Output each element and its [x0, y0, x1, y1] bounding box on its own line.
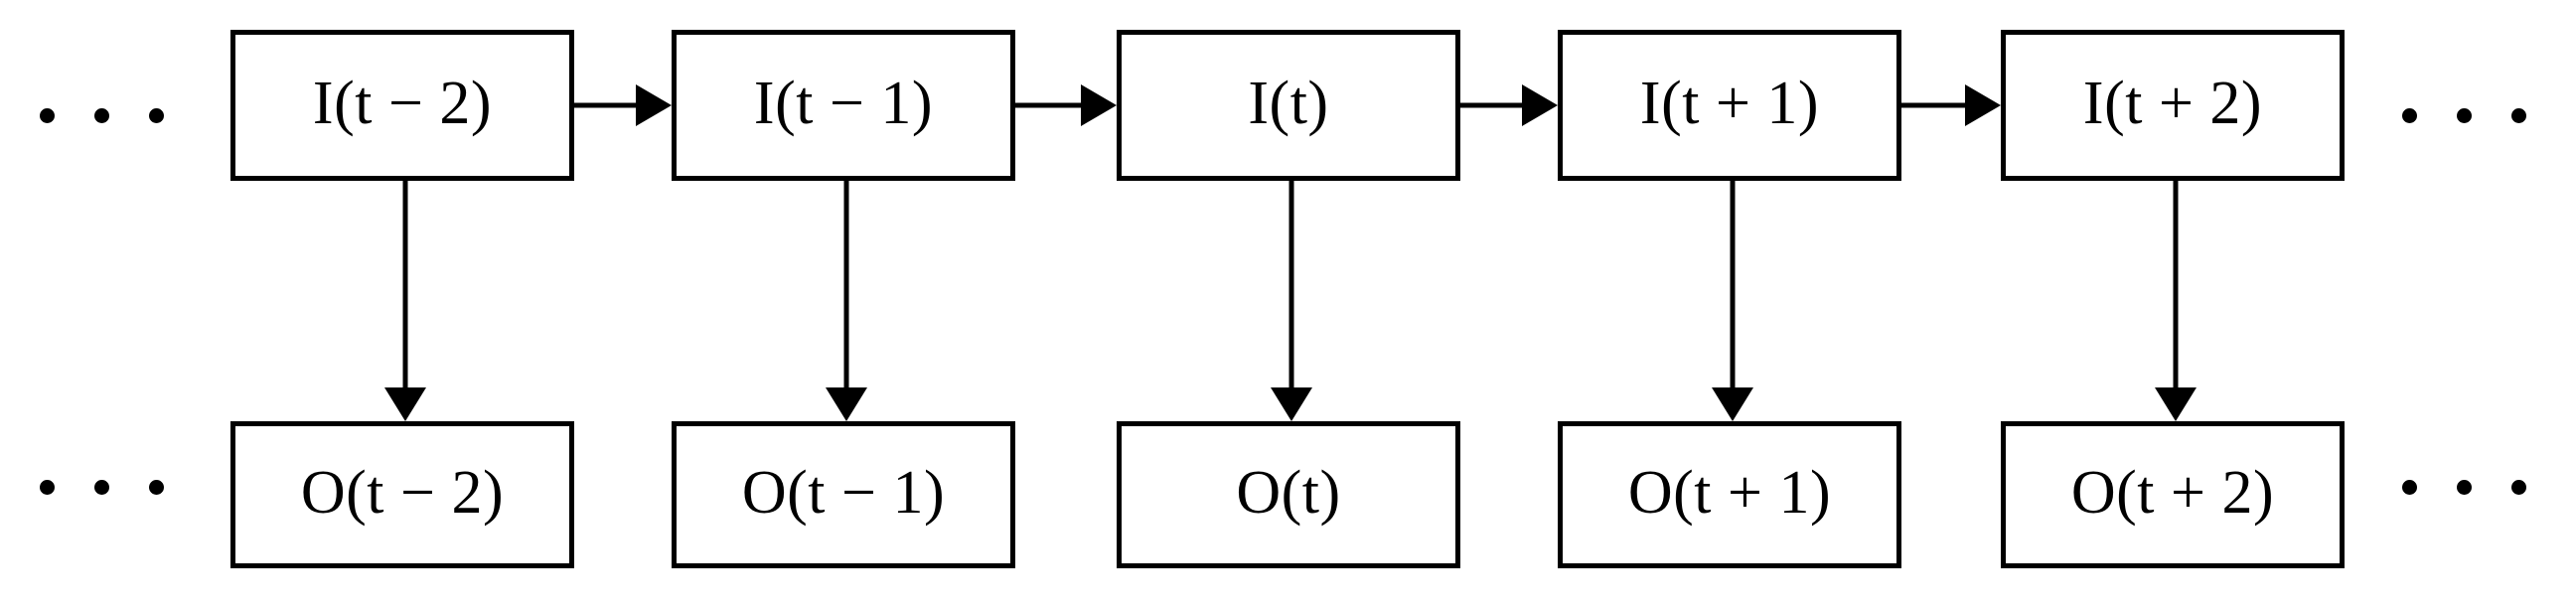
output-node-label: O(t) — [1236, 459, 1341, 527]
ellipsis-dot — [2402, 480, 2417, 495]
arrow-shaft — [402, 181, 408, 387]
ellipsis-dot — [2402, 108, 2417, 123]
arrow-shaft — [843, 181, 849, 387]
arrow-shaft — [1901, 102, 1965, 108]
arrow-head — [826, 387, 867, 421]
input-node-label: I(t + 2) — [2082, 70, 2263, 137]
input-node-t-minus-1[interactable]: I(t − 1) — [672, 30, 1015, 181]
ellipsis-dot — [2511, 480, 2526, 495]
input-node-label: I(t − 1) — [753, 70, 934, 137]
arrow-shaft — [2173, 181, 2179, 387]
arrow-shaft — [1730, 181, 1736, 387]
input-node-label: I(t) — [1248, 70, 1329, 137]
ellipsis-dot — [149, 108, 164, 123]
ellipsis-dot — [2457, 108, 2472, 123]
output-node-t-plus-1[interactable]: O(t + 1) — [1558, 421, 1901, 568]
arrow-shaft — [1288, 181, 1294, 387]
output-node-t-plus-2[interactable]: O(t + 2) — [2001, 421, 2345, 568]
ellipsis-dot — [94, 480, 109, 495]
ellipsis-dot — [149, 480, 164, 495]
arrow-head — [636, 84, 672, 126]
ellipsis-right-input-row — [2402, 108, 2526, 123]
arrow-head — [1965, 84, 2001, 126]
input-node-label: I(t + 1) — [1639, 70, 1820, 137]
output-node-label: O(t − 2) — [300, 459, 505, 527]
arrow-head — [1712, 387, 1753, 421]
arrow-head — [384, 387, 426, 421]
ellipsis-dot — [2511, 108, 2526, 123]
ellipsis-dot — [40, 480, 55, 495]
ellipsis-dot — [40, 108, 55, 123]
ellipsis-left-output-row — [40, 480, 164, 495]
output-node-t-minus-1[interactable]: O(t − 1) — [672, 421, 1015, 568]
arrow-shaft — [1015, 102, 1081, 108]
input-node-label: I(t − 2) — [312, 70, 493, 137]
input-node-t-minus-2[interactable]: I(t − 2) — [230, 30, 574, 181]
output-node-label: O(t + 2) — [2070, 459, 2275, 527]
ellipsis-right-output-row — [2402, 480, 2526, 495]
arrow-head — [1271, 387, 1312, 421]
input-node-t-plus-2[interactable]: I(t + 2) — [2001, 30, 2345, 181]
arrow-shaft — [1460, 102, 1522, 108]
input-node-t[interactable]: I(t) — [1117, 30, 1460, 181]
output-node-label: O(t − 1) — [741, 459, 946, 527]
input-node-t-plus-1[interactable]: I(t + 1) — [1558, 30, 1901, 181]
arrow-head — [1522, 84, 1558, 126]
arrow-shaft — [574, 102, 636, 108]
arrow-head — [1081, 84, 1117, 126]
output-node-label: O(t + 1) — [1627, 459, 1832, 527]
output-node-t[interactable]: O(t) — [1117, 421, 1460, 568]
ellipsis-left-input-row — [40, 108, 164, 123]
ellipsis-dot — [2457, 480, 2472, 495]
ellipsis-dot — [94, 108, 109, 123]
output-node-t-minus-2[interactable]: O(t − 2) — [230, 421, 574, 568]
arrow-head — [2155, 387, 2197, 421]
